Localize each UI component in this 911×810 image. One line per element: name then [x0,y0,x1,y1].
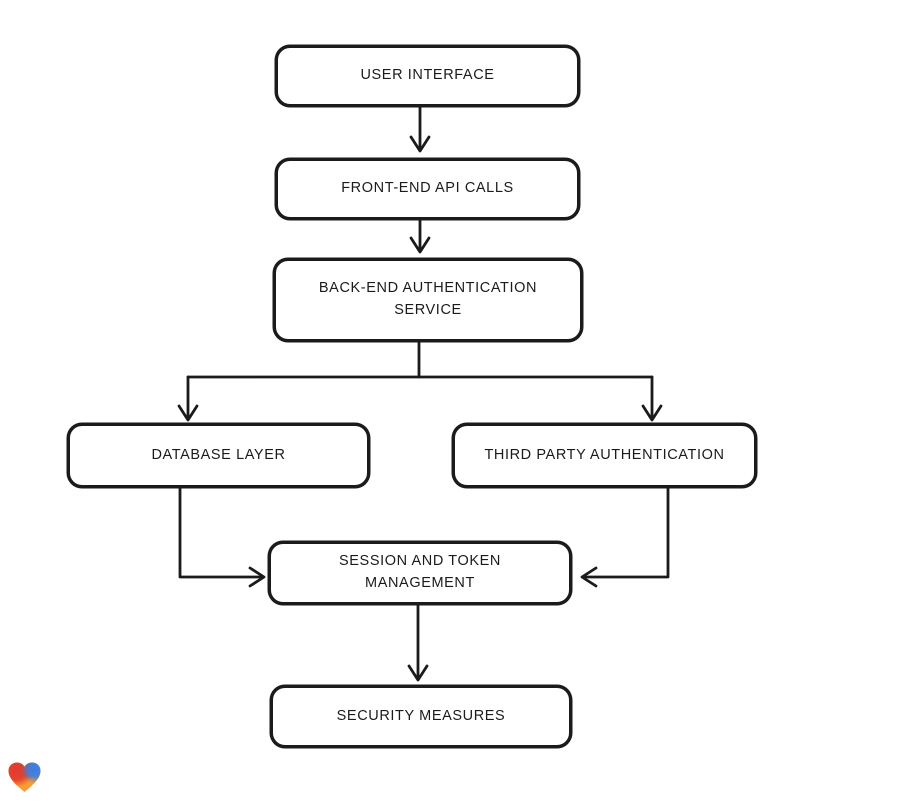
node-label: FRONT-END API CALLS [341,180,514,197]
node-user-interface: USER INTERFACE [275,45,580,107]
node-label: SECURITY MEASURES [336,707,506,724]
node-label: USER INTERFACE [360,67,495,84]
node-label: BACK-END AUTHENTICATION SERVICE [318,280,538,318]
node-label: DATABASE LAYER [151,446,286,463]
node-front-end-api-calls: FRONT-END API CALLS [275,158,580,220]
node-label: SESSION AND TOKEN MANAGEMENT [339,553,501,591]
heart-icon [8,762,41,792]
node-back-end-authentication-service: BACK-END AUTHENTICATION SERVICE [273,258,583,342]
edge-backend-branch [177,340,663,422]
node-database-layer: DATABASE LAYER [67,423,370,488]
edge-ui-to-frontend [409,105,431,153]
node-session-and-token-management: SESSION AND TOKEN MANAGEMENT [268,541,572,605]
edge-thirdparty-to-session [580,485,670,588]
gradient-heart-logo[interactable] [7,761,42,794]
node-third-party-authentication: THIRD PARTY AUTHENTICATION [452,423,757,488]
node-security-measures: SECURITY MEASURES [270,685,572,748]
edge-frontend-to-backend [409,218,431,254]
edge-session-to-security [407,603,429,682]
edge-database-to-session [178,486,266,588]
node-label: THIRD PARTY AUTHENTICATION [484,446,725,463]
